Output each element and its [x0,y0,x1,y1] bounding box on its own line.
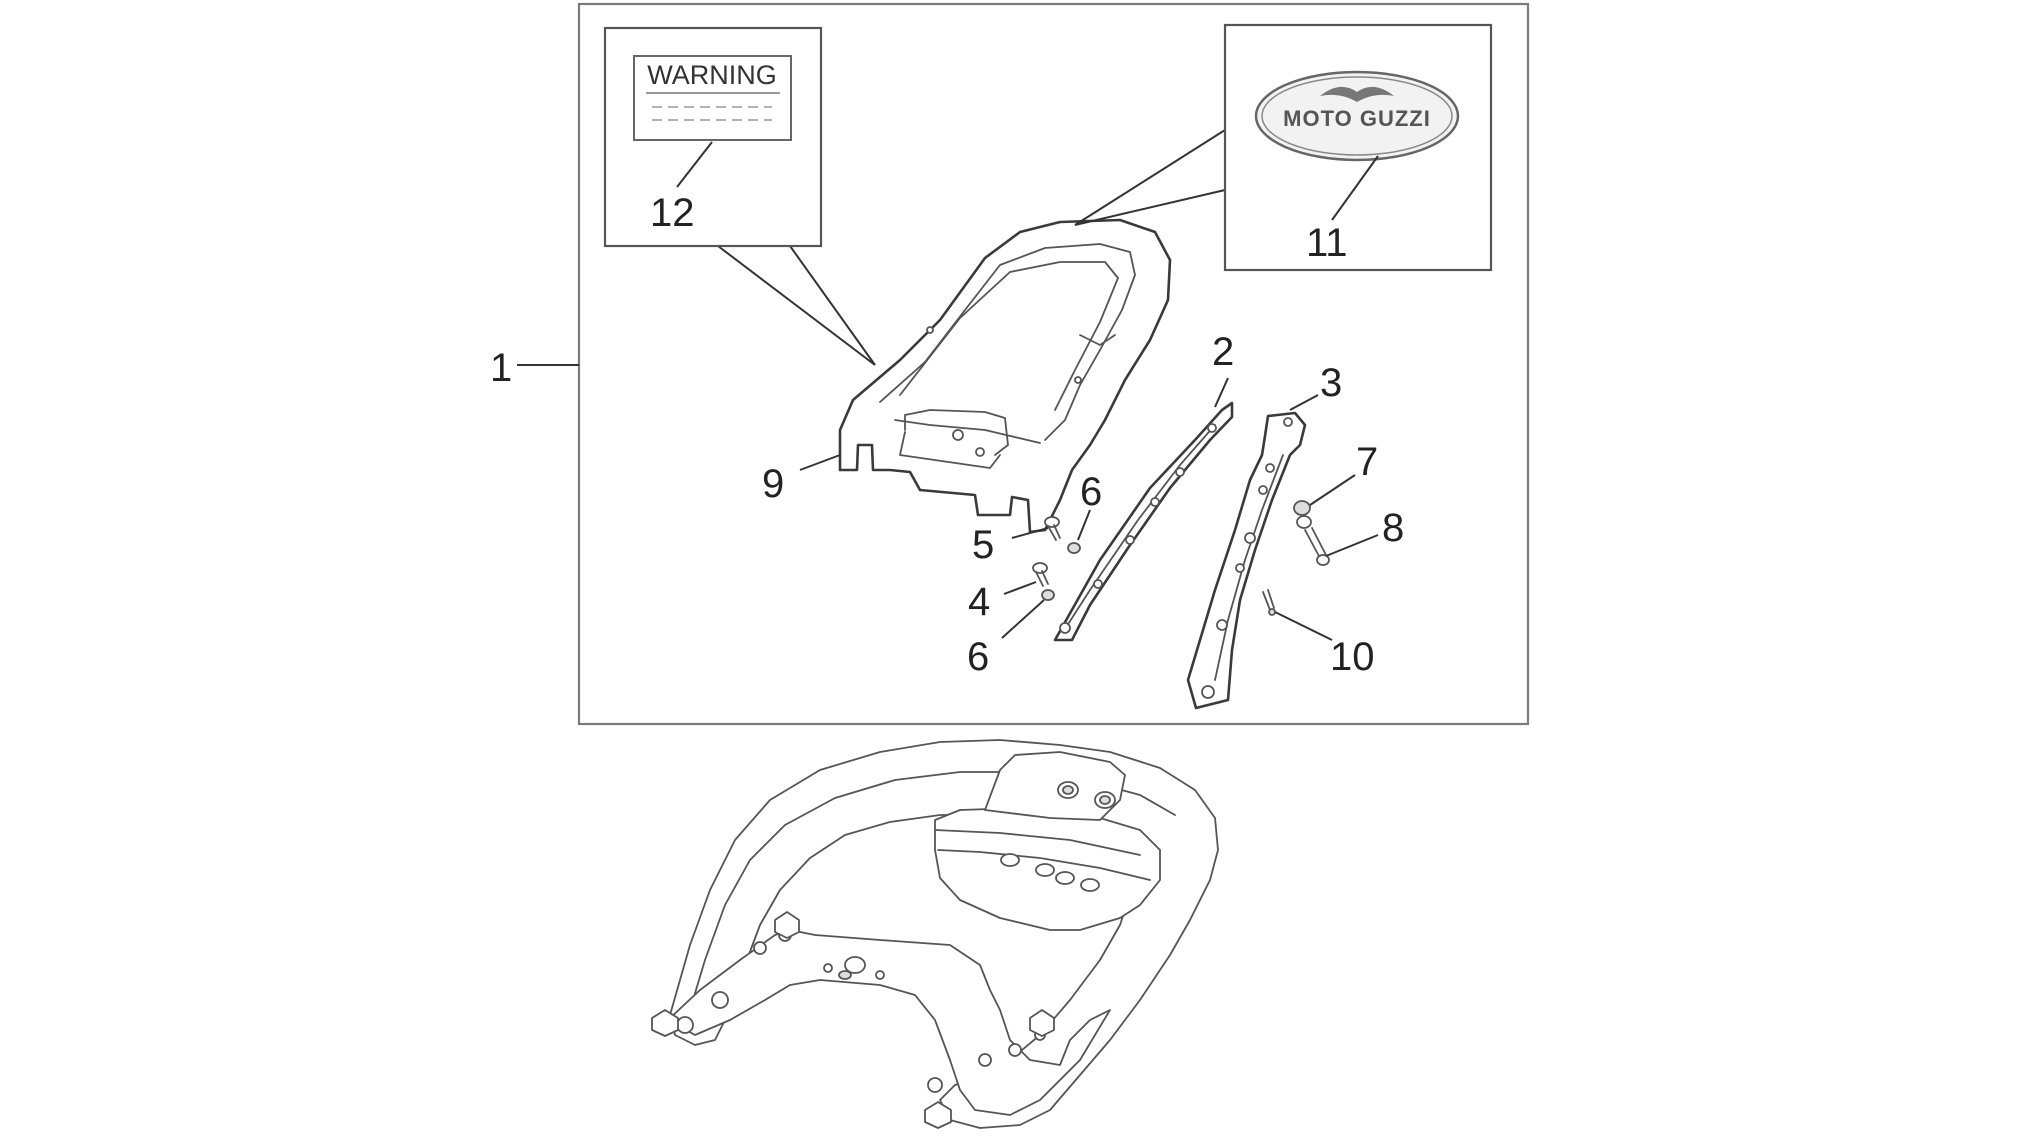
callout-6-upper: 6 [1080,470,1102,514]
callout-3: 3 [1320,361,1342,405]
callout-10: 10 [1330,635,1375,679]
washer-6-lower [1041,589,1055,601]
screw-5 [1044,516,1061,541]
callout-2: 2 [1212,330,1234,374]
callout-6-lower: 6 [967,635,989,679]
callout-5: 5 [972,523,994,567]
callout-7: 7 [1356,440,1378,484]
warning-label-text: WARNING [647,60,777,90]
callout-1: 1 [490,346,512,390]
callout-11: 11 [1306,221,1348,265]
eagle-emblem-icon [1320,86,1394,102]
leader-9 [799,454,841,471]
rivet-10 [1262,589,1276,616]
screw-4 [1032,562,1049,587]
callout-box-logo: MOTO GUZZI 11 [1074,23,1493,272]
callout-4: 4 [968,580,990,624]
washer-6-upper [1067,542,1081,554]
callout-box-warning: WARNING 12 [603,26,876,366]
callout-12: 12 [650,191,695,235]
callout-8: 8 [1382,506,1404,550]
nut-7 [1293,500,1312,529]
rack-top-cover [838,218,1172,534]
callout-9: 9 [762,462,784,506]
bolt-8 [1304,527,1330,566]
assembled-rear-rack [651,739,1219,1129]
logo-text: MOTO GUZZI [1283,106,1431,131]
left-bracket [1053,401,1234,642]
right-bracket [1186,411,1307,710]
